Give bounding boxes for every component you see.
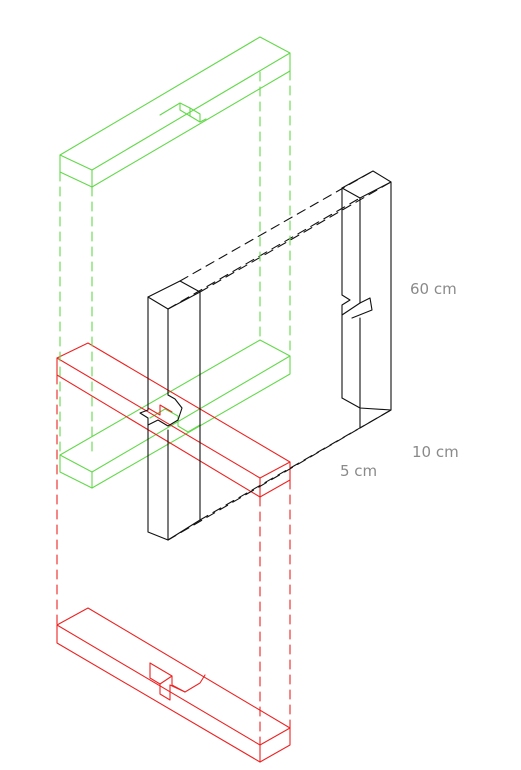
projection-lines-red [56, 374, 291, 746]
black-post-exploded [341, 170, 392, 429]
red-beam-exploded [56, 607, 291, 763]
projection-lines-green [59, 70, 291, 456]
green-beam-exploded [59, 36, 291, 188]
green-beam-assembled [59, 339, 291, 489]
dimension-length-label: 60 cm [410, 280, 457, 298]
projection-lines-black [167, 170, 392, 541]
dimension-thickness-label: 5 cm [340, 462, 378, 480]
dimension-width-label: 10 cm [412, 443, 459, 461]
